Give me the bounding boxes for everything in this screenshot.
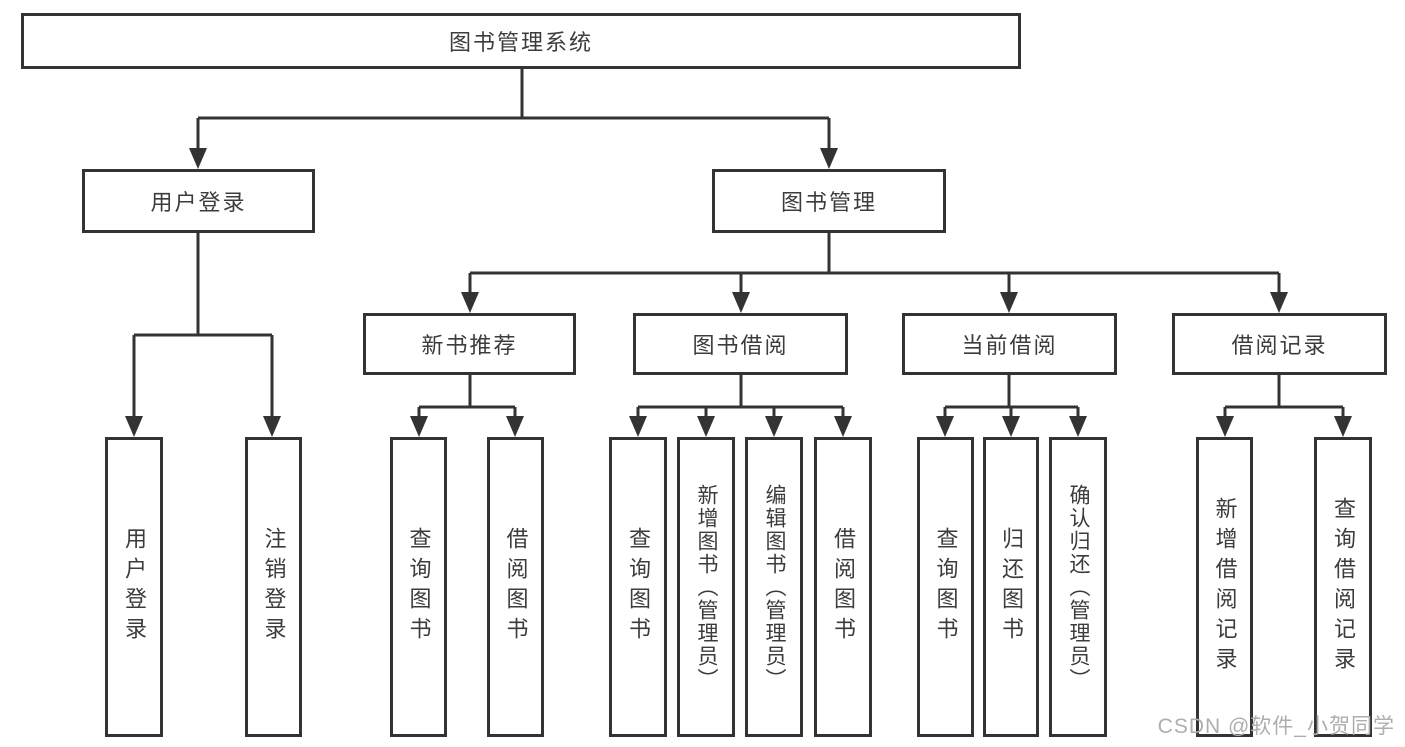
leaf-query-books-1: 查询图书 (390, 437, 447, 737)
node-book-borrow: 图书借阅 (633, 313, 848, 375)
node-new-book-recommend: 新书推荐 (363, 313, 576, 375)
leaf-return-books: 归还图书 (983, 437, 1039, 737)
leaf-query-borrow-record: 查询借阅记录 (1314, 437, 1372, 737)
node-current-borrow: 当前借阅 (902, 313, 1117, 375)
leaf-user-login: 用户登录 (105, 437, 163, 737)
watermark: CSDN @软件_小贺同学 (1157, 715, 1395, 738)
leaf-query-books-2: 查询图书 (609, 437, 667, 737)
leaf-borrow-books-1: 借阅图书 (487, 437, 544, 737)
node-borrow-records: 借阅记录 (1172, 313, 1387, 375)
leaf-logout: 注销登录 (245, 437, 302, 737)
leaf-confirm-return-admin: 确认归还（管理员） (1049, 437, 1107, 737)
leaf-add-books-admin: 新增图书（管理员） (677, 437, 735, 737)
leaf-add-borrow-record: 新增借阅记录 (1196, 437, 1253, 737)
node-book-management: 图书管理 (712, 169, 946, 233)
node-user-login: 用户登录 (82, 169, 315, 233)
leaf-edit-books-admin: 编辑图书（管理员） (745, 437, 803, 737)
node-root: 图书管理系统 (21, 13, 1021, 69)
arrowhead-icons (125, 148, 1352, 437)
leaf-borrow-books-2: 借阅图书 (814, 437, 872, 737)
leaf-query-books-3: 查询图书 (917, 437, 974, 737)
